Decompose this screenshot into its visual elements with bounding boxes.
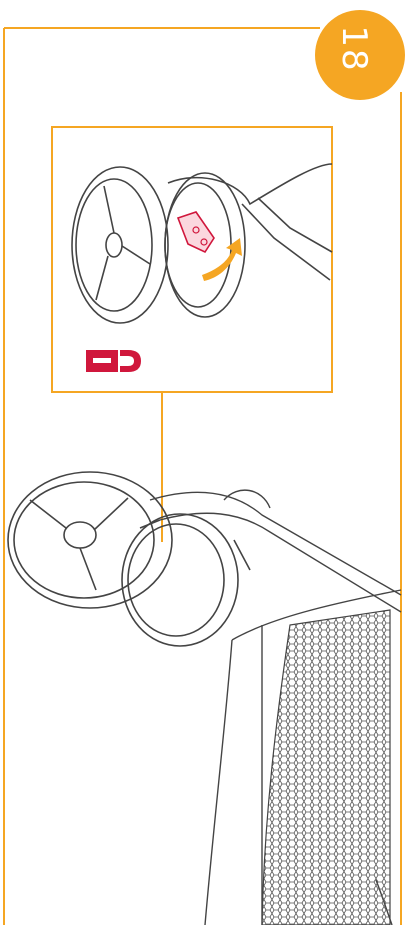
rotation-arrow-icon (202, 238, 242, 281)
brake-pedal (176, 211, 215, 254)
brake-lock-icon (86, 350, 141, 372)
mesh-panel (261, 609, 391, 926)
page-frame (3, 27, 402, 925)
stroller-wheels (7, 471, 251, 647)
callout-box (51, 126, 333, 393)
closeup-wheels (71, 163, 333, 324)
step-badge (315, 10, 405, 100)
step-number: 18 (334, 25, 374, 73)
